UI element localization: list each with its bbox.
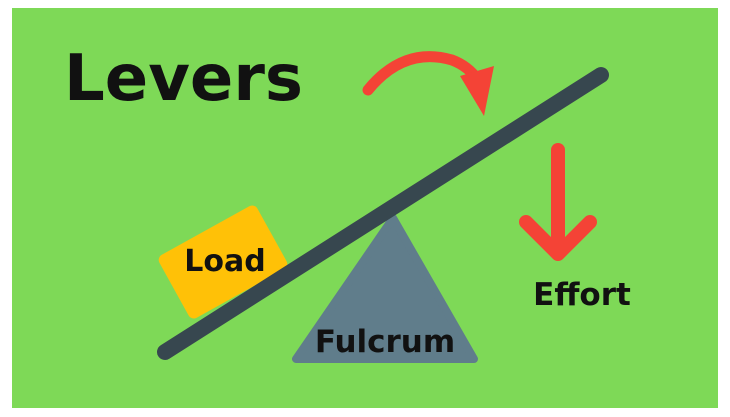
down-arrow-icon xyxy=(519,143,597,261)
fulcrum-label: Fulcrum xyxy=(315,324,455,360)
effort-label: Effort xyxy=(533,277,631,313)
lever-diagram: Levers Load Fulcrum Effort xyxy=(12,8,718,408)
load-label: Load xyxy=(184,244,265,279)
diagram-panel: Levers Load Fulcrum Effort xyxy=(12,8,718,408)
curved-arrow-icon xyxy=(362,51,494,116)
fulcrum-triangle xyxy=(292,214,478,363)
load-box xyxy=(158,205,288,319)
page-title: Levers xyxy=(64,42,303,116)
lever-beam xyxy=(157,67,609,360)
